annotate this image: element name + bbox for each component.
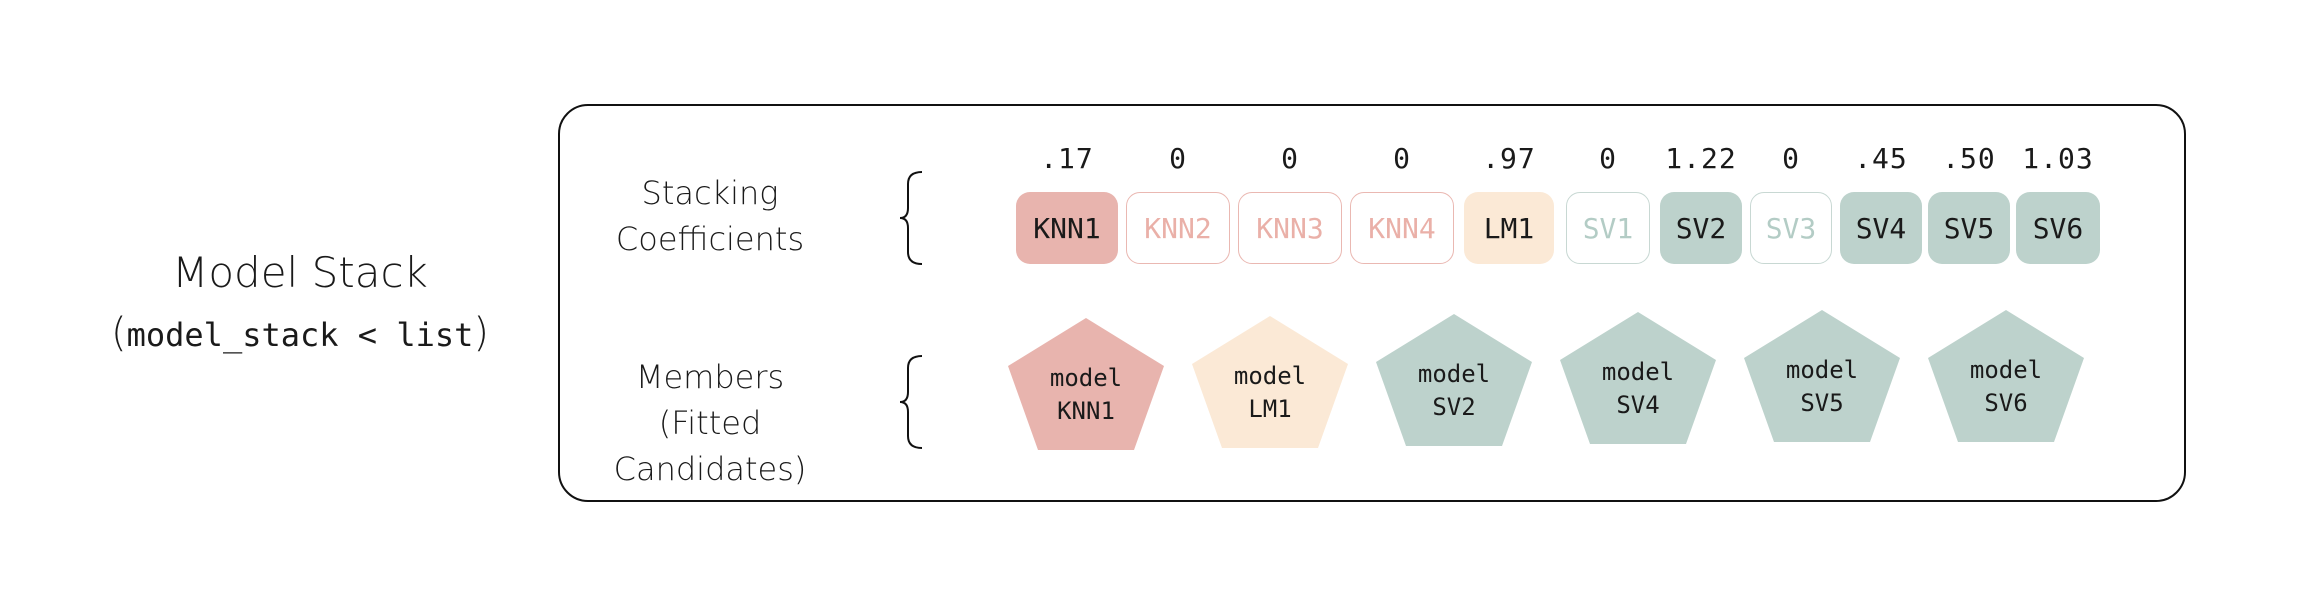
members-label-line1: Members xyxy=(635,358,785,396)
coefficient-value: 1.03 xyxy=(2022,142,2094,175)
coefficient-value: 1.22 xyxy=(1665,142,1737,175)
model-stack-frame xyxy=(558,104,2186,502)
coefficient-value: 0 xyxy=(1281,142,1299,175)
member-label-line2: SV5 xyxy=(1800,389,1844,417)
member-label-line1: model xyxy=(1785,356,1859,384)
coefficient-value: 0 xyxy=(1599,142,1617,175)
coefficient-value: 0 xyxy=(1782,142,1800,175)
member-label-line2: SV2 xyxy=(1432,393,1476,421)
pentagon-shape xyxy=(1376,314,1532,446)
coefficient-value: .97 xyxy=(1482,142,1536,175)
coefficient-value: 0 xyxy=(1169,142,1187,175)
coefficient-value: .50 xyxy=(1942,142,1996,175)
candidate-chip-knn2: KNN2 xyxy=(1126,192,1230,264)
member-label-line1: model xyxy=(1233,362,1307,390)
model-stack-subtitle: (model_stack < list) xyxy=(0,310,600,356)
candidate-chip-sv3: SV3 xyxy=(1750,192,1832,264)
member-label-line2: KNN1 xyxy=(1057,397,1115,425)
member-label-line1: model xyxy=(1417,360,1491,388)
candidate-chip-knn4: KNN4 xyxy=(1350,192,1454,264)
member-label-line2: LM1 xyxy=(1248,395,1292,423)
pentagon-shape xyxy=(1192,316,1348,448)
pentagon-shape xyxy=(1560,312,1716,444)
pentagon-shape xyxy=(1008,318,1164,450)
pentagon-shape xyxy=(1744,310,1900,442)
members-label: Members (Fitted Candidates) xyxy=(560,354,860,492)
subtitle-code: model_stack < list xyxy=(126,316,474,354)
members-label-line2: (Fitted Candidates) xyxy=(613,404,807,488)
member-label-line2: SV4 xyxy=(1616,391,1660,419)
coefficients-brace-icon xyxy=(899,171,923,265)
stacking-coefficients-label: Stacking Coefficients xyxy=(560,170,860,262)
candidate-chip-sv6: SV6 xyxy=(2016,192,2100,264)
member-label-line1: model xyxy=(1969,356,2043,384)
member-label-line1: model xyxy=(1049,364,1123,392)
coefficient-value: .17 xyxy=(1040,142,1094,175)
candidate-chip-sv1: SV1 xyxy=(1566,192,1650,264)
pentagon-shape xyxy=(1928,310,2084,442)
members-brace-icon xyxy=(899,355,923,449)
candidate-chip-sv2: SV2 xyxy=(1660,192,1742,264)
subtitle-close-paren: ) xyxy=(473,310,489,356)
candidate-chip-sv5: SV5 xyxy=(1928,192,2010,264)
coefficient-value: .45 xyxy=(1854,142,1908,175)
candidate-chip-knn3: KNN3 xyxy=(1238,192,1342,264)
candidate-chip-sv4: SV4 xyxy=(1840,192,1922,264)
member-label-line2: SV6 xyxy=(1984,389,2028,417)
candidate-chip-lm1: LM1 xyxy=(1464,192,1554,264)
stacking-coefficients-label-line1: Stacking xyxy=(641,174,779,212)
model-stack-title: Model Stack xyxy=(172,248,428,297)
subtitle-open-paren: ( xyxy=(111,310,127,356)
coefficient-value: 0 xyxy=(1393,142,1411,175)
stacking-coefficients-label-line2: Coefficients xyxy=(615,220,805,258)
candidate-chip-knn1: KNN1 xyxy=(1016,192,1118,264)
member-label-line1: model xyxy=(1601,358,1675,386)
